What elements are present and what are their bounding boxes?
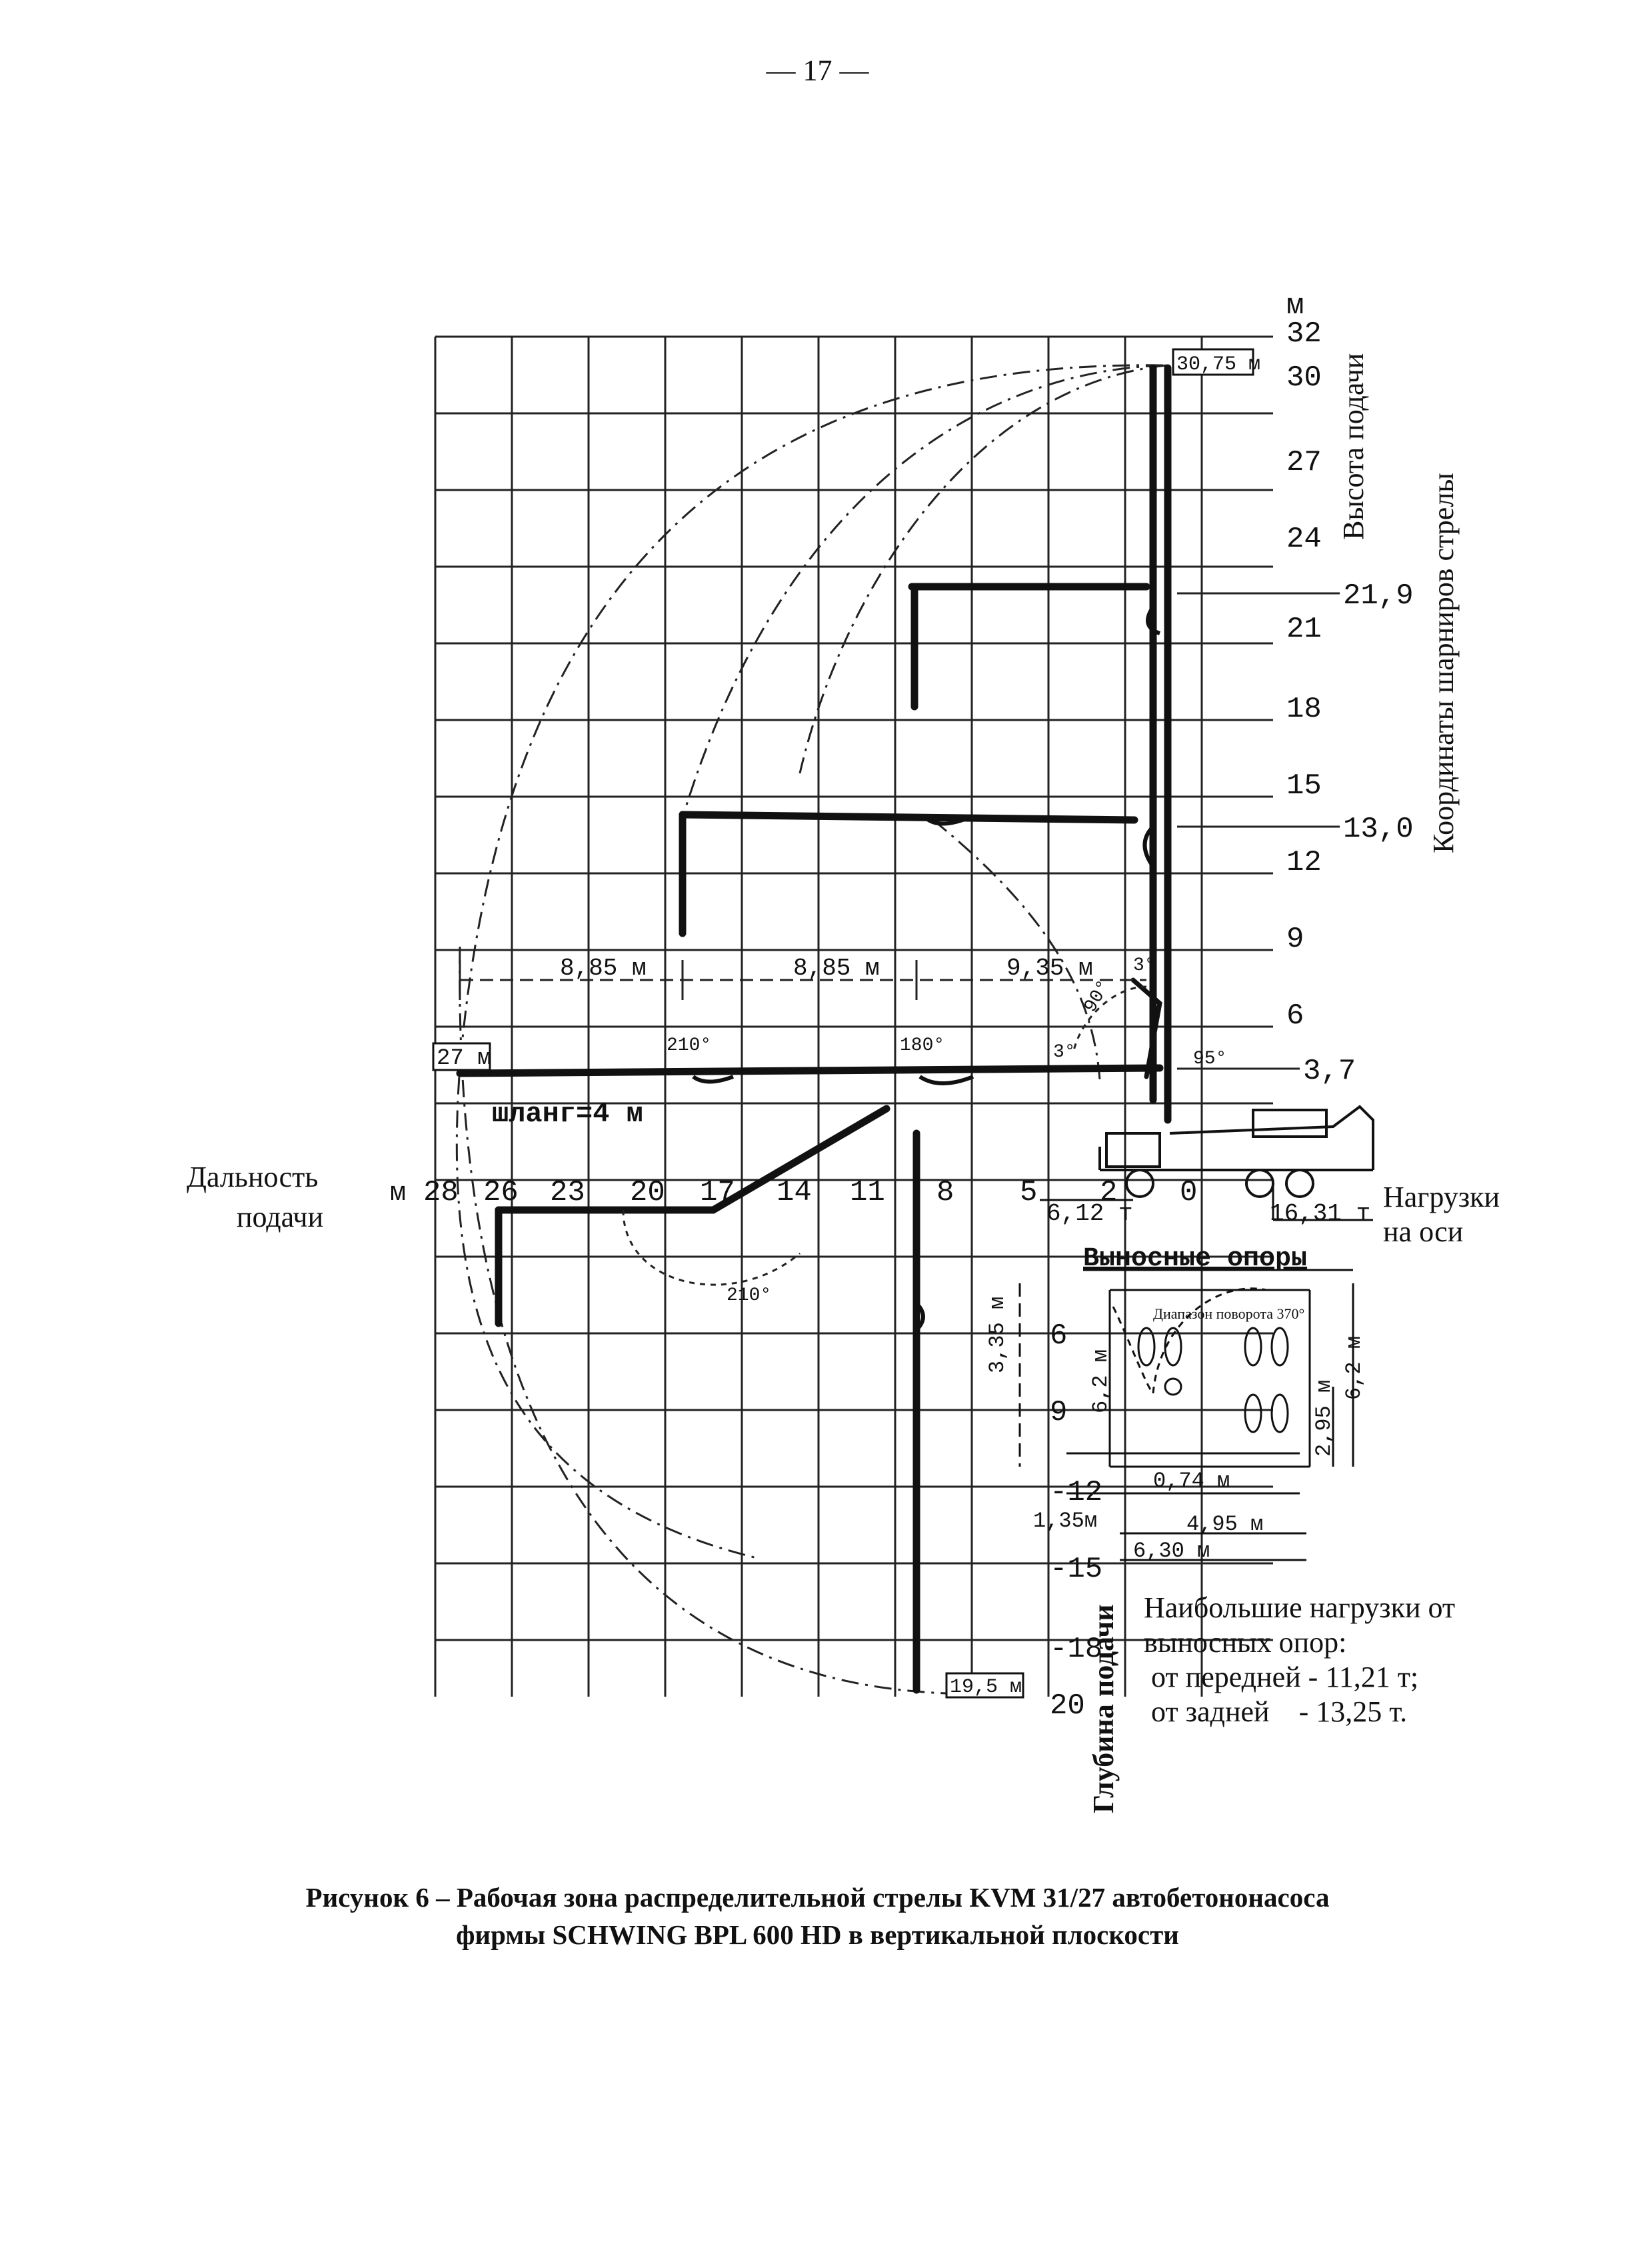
- height-tick-8: 9: [1286, 923, 1304, 956]
- angle-label-7: 210°: [727, 1285, 771, 1306]
- height-tick-3: 24: [1286, 523, 1322, 556]
- reach-tick-8: 5: [1020, 1176, 1037, 1209]
- boom-hinges: [692, 605, 1161, 1332]
- height-tick-9: 6: [1286, 999, 1304, 1033]
- angle-label-4: 3°: [1133, 955, 1156, 976]
- notes-line-1: Наибольшие нагрузки от: [1144, 1591, 1456, 1624]
- hinge-mark-1: 21,9: [1343, 579, 1414, 613]
- boom-section-dimensions: [459, 960, 1146, 1000]
- depth-tick-0: 6: [1050, 1319, 1067, 1353]
- notes-line-3: от передней - 11,21 т;: [1144, 1661, 1419, 1693]
- max-depth-label: 19,5 м: [950, 1676, 1022, 1699]
- caption-line-2: фирмы SCHWING BPL 600 HD в вертикальной …: [456, 1919, 1179, 1950]
- notes-line-2: выносных опор:: [1144, 1626, 1347, 1659]
- height-axis-label: Высота подачи: [1337, 353, 1370, 540]
- reach-tick-2: 23: [550, 1176, 585, 1209]
- rotation-range-label: Диапазон поворота 370°: [1153, 1305, 1304, 1322]
- outrigger-dim-5: 0,74 м: [1153, 1469, 1230, 1493]
- reach-tick-1: 26: [483, 1176, 519, 1209]
- outrigger-dim-6: 1,35м: [1033, 1509, 1097, 1533]
- depth-axis-label: Глубина подачи: [1087, 1604, 1120, 1813]
- notes-line-4: от задней - 13,25 т.: [1144, 1695, 1408, 1728]
- angle-label-1: 210°: [667, 1035, 711, 1056]
- reach-tick-9: 2: [1100, 1176, 1117, 1209]
- reach-tick-10: 0: [1180, 1176, 1197, 1209]
- depth-tick-3: -15: [1050, 1553, 1102, 1586]
- outrigger-dim-8: 6,30 м: [1133, 1539, 1210, 1563]
- depth-tick-1: 9: [1050, 1396, 1067, 1429]
- height-tick-labels: 32 30 27 24 21 18 15 12 9 6: [1286, 317, 1322, 1033]
- height-tick-5: 18: [1286, 693, 1322, 726]
- reach-tick-5: 14: [777, 1176, 812, 1209]
- height-tick-6: 15: [1286, 769, 1322, 803]
- outrigger-dim-1: 3,35 м: [985, 1297, 1010, 1373]
- angle-label-5: 3°: [1053, 1042, 1076, 1063]
- angle-label-6: 95°: [1193, 1049, 1226, 1069]
- depth-tick-2: -12: [1050, 1476, 1102, 1509]
- height-tick-7: 12: [1286, 846, 1322, 879]
- boom-positions: [456, 364, 1172, 1694]
- hinge-mark-2: 13,0: [1343, 813, 1414, 846]
- angle-label-2: 180°: [900, 1035, 944, 1056]
- figure-caption: Рисунок 6 – Рабочая зона распределительн…: [0, 1879, 1635, 1953]
- outrigger-dim-2: 6,2 м: [1088, 1349, 1113, 1413]
- axle-load-label-line1: Нагрузки: [1383, 1181, 1500, 1213]
- hinge-mark-3: 3,7: [1303, 1055, 1356, 1088]
- axle-load-label-line2: на оси: [1383, 1215, 1463, 1248]
- boom-section-1-length: 8,85 м: [560, 955, 647, 982]
- max-reach-label: 27 м: [437, 1046, 491, 1071]
- height-tick-0: 32: [1286, 317, 1322, 351]
- reach-tick-0: 28: [423, 1176, 459, 1209]
- angle-arcs: [622, 985, 1147, 1286]
- depth-tick-labels: 6 9 -12 -15 -18 20: [1050, 1319, 1102, 1723]
- reach-axis-label-line2: подачи: [237, 1201, 323, 1233]
- depth-tick-4: -18: [1050, 1633, 1102, 1666]
- rear-axle-load: 16,31 т: [1270, 1200, 1370, 1227]
- outrigger-title: Выносные опоры: [1083, 1244, 1307, 1274]
- truck-icon: [1098, 1105, 1374, 1198]
- boom-section-3-length: 9,35 м: [1006, 955, 1093, 982]
- max-height-label: 30,75 м: [1176, 353, 1260, 376]
- depth-tick-5: 20: [1050, 1689, 1085, 1723]
- caption-line-1: Рисунок 6 – Рабочая зона распределительн…: [305, 1882, 1330, 1913]
- outrigger-dim-3: 6,2 м: [1342, 1336, 1366, 1400]
- front-axle-load: 6,12 т: [1046, 1200, 1133, 1227]
- axle-load-markers: [1040, 1187, 1373, 1221]
- reach-axis-label-line1: Дальность: [187, 1161, 318, 1193]
- page-number: — 17 —: [766, 54, 869, 87]
- height-unit: м: [1286, 289, 1304, 323]
- reach-tick-4: 17: [700, 1176, 735, 1209]
- reach-tick-7: 8: [936, 1176, 954, 1209]
- hinge-leader-lines: [1177, 592, 1340, 1070]
- hose-length-label: шланг=4 м: [492, 1098, 643, 1130]
- reach-tick-3: 20: [630, 1176, 665, 1209]
- outrigger-dim-7: 4,95 м: [1186, 1512, 1263, 1537]
- hinge-axis-label: Координаты шарниров стрелы: [1427, 473, 1460, 853]
- height-tick-4: 21: [1286, 613, 1322, 646]
- outrigger-dim-4: 2,95 м: [1312, 1380, 1336, 1457]
- outrigger-plan: [1018, 1269, 1354, 1561]
- height-tick-1: 30: [1286, 361, 1322, 395]
- reach-envelope-curves: [455, 364, 1167, 1695]
- boom-section-2-length: 8,85 м: [793, 955, 880, 982]
- reach-unit: м: [390, 1179, 406, 1209]
- height-tick-2: 27: [1286, 446, 1322, 479]
- outrigger-load-notes: Наибольшие нагрузки от выносных опор: от…: [1144, 1591, 1455, 1729]
- grid: [434, 335, 1273, 1697]
- reach-tick-6: 11: [850, 1176, 885, 1209]
